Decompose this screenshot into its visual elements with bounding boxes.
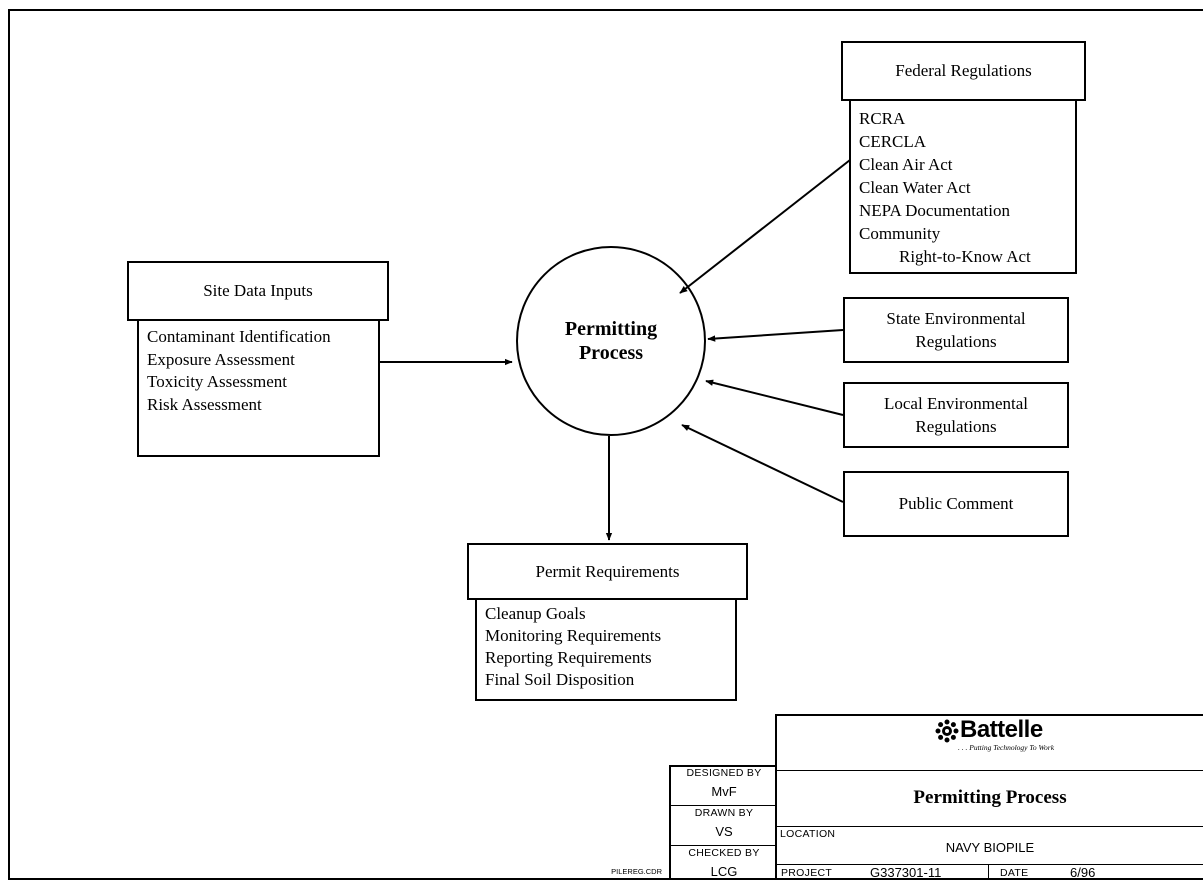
location-value: NAVY BIOPILE	[945, 840, 1035, 855]
federal-item: Clean Water Act	[859, 178, 971, 197]
permit-item: Cleanup Goals	[485, 604, 586, 623]
site-data-item: Toxicity Assessment	[147, 372, 288, 391]
checked-by-label: CHECKED BY	[688, 847, 760, 859]
federal-item: CERCLA	[859, 132, 927, 151]
drawing-title: Permitting Process	[913, 787, 1067, 808]
public-comment-box: Public Comment	[843, 471, 1069, 537]
permit-title: Permit Requirements	[535, 561, 680, 581]
checked-by-value: LCG	[710, 864, 738, 879]
local-line1: Local Environmental	[884, 394, 1028, 413]
arrow-federal-to-process	[679, 159, 851, 294]
battelle-logo-icon	[935, 719, 959, 743]
permitting-process-node: Permitting Process	[516, 246, 706, 436]
designed-by-value: MvF	[711, 784, 737, 799]
permit-item: Reporting Requirements	[485, 648, 652, 667]
local-regulations-box: Local Environmental Regulations	[843, 382, 1069, 448]
drawn-by-label: DRAWN BY	[694, 807, 754, 819]
state-regulations-box: State Environmental Regulations	[843, 297, 1069, 363]
site-data-title-box: Site Data Inputs	[127, 261, 389, 321]
federal-item: Right-to-Know Act	[899, 247, 1031, 266]
site-data-item: Contaminant Identification	[147, 327, 331, 346]
site-data-item: Exposure Assessment	[147, 349, 295, 369]
public-comment-label: Public Comment	[898, 494, 1014, 513]
arrow-state-to-process	[707, 329, 844, 342]
designed-by-label: DESIGNED BY	[686, 767, 762, 779]
local-line2: Regulations	[915, 417, 997, 436]
permit-item: Final Soil Disposition	[485, 670, 635, 689]
federal-title: Federal Regulations	[895, 61, 1032, 80]
date-value: 6/96	[1070, 865, 1096, 880]
battelle-logo-text: Battelle	[960, 716, 1043, 743]
site-data-list-box: Contaminant Identification Exposure Asse…	[137, 318, 380, 457]
arrow-local-to-process	[705, 379, 844, 416]
project-label: PROJECT	[781, 867, 833, 879]
federal-list-box: RCRA CERCLA Clean Air Act Clean Water Ac…	[849, 97, 1077, 274]
permit-item: Monitoring Requirements	[485, 626, 662, 645]
site-data-title: Site Data Inputs	[203, 281, 313, 300]
drawn-by-value: VS	[715, 824, 733, 839]
process-label-line1: Permitting	[564, 318, 658, 340]
state-line1: State Environmental	[886, 309, 1026, 328]
permit-title-box: Permit Requirements	[467, 543, 748, 600]
drawing-frame	[8, 9, 1203, 880]
project-value: G337301-11	[870, 865, 942, 880]
federal-item: NEPA Documentation	[859, 201, 1010, 220]
federal-item: RCRA	[859, 109, 906, 128]
federal-item: Community	[859, 224, 941, 243]
date-label: DATE	[1000, 867, 1029, 879]
location-label: LOCATION	[780, 828, 836, 840]
state-line2: Regulations	[915, 332, 997, 351]
battelle-tagline: . . . Putting Technology To Work	[958, 743, 1055, 752]
arrow-public-to-process	[681, 424, 844, 503]
federal-item: Clean Air Act	[859, 155, 953, 174]
file-name-label: PILEREG.CDR	[611, 867, 662, 876]
site-data-item: Risk Assessment	[147, 394, 262, 414]
permit-list-box: Cleanup Goals Monitoring Requirements Re…	[475, 597, 737, 701]
process-label-line2: Process	[578, 342, 644, 364]
federal-title-box: Federal Regulations	[841, 41, 1086, 101]
